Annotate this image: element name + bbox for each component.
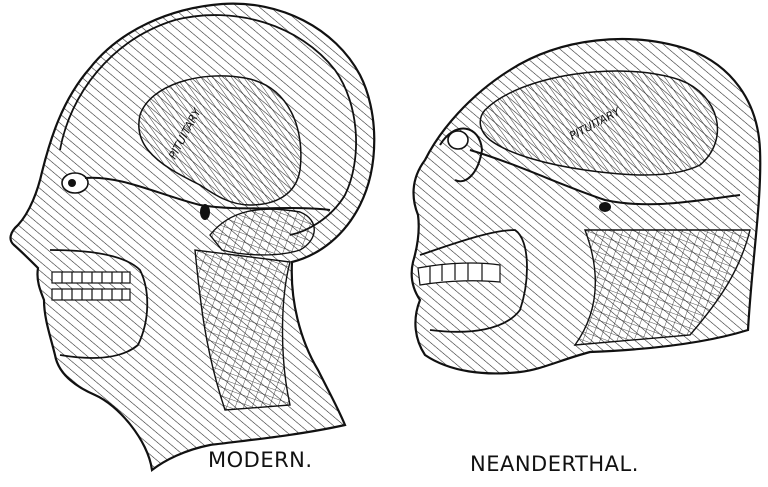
modern-head-outline	[11, 4, 375, 470]
neanderthal-pituitary-mark	[599, 202, 611, 212]
modern-head-drawing: PITUITARY	[11, 4, 375, 470]
neanderthal-caption: NEANDERTHAL.	[470, 452, 639, 476]
neanderthal-head-drawing: PITUITARY	[412, 39, 761, 373]
modern-caption: MODERN.	[208, 448, 313, 472]
modern-pituitary-mark	[200, 204, 210, 220]
